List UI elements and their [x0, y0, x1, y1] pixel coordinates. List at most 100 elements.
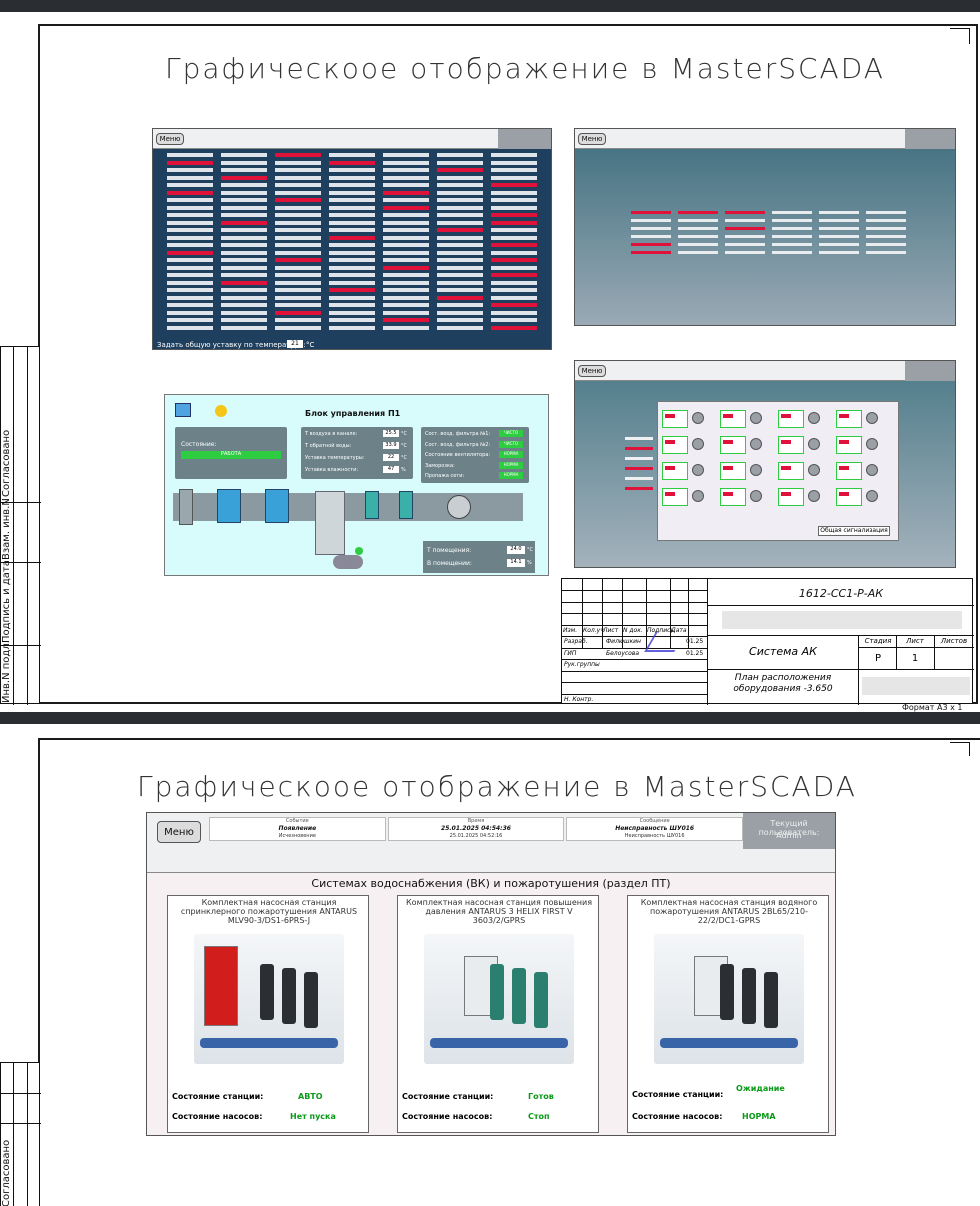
alarm-cell — [275, 153, 321, 157]
pump-unit[interactable] — [662, 488, 688, 506]
stamp-hline — [562, 670, 707, 672]
stamp-hline — [562, 693, 707, 695]
teal-cell — [866, 251, 906, 254]
alarm-cell — [491, 243, 537, 247]
param-value[interactable]: 25.5 — [383, 430, 399, 437]
snowflake-icon[interactable] — [175, 403, 191, 417]
sun-icon[interactable] — [215, 405, 227, 417]
alarm-cell — [221, 228, 267, 232]
alarm-cell — [275, 213, 321, 217]
station-card[interactable]: Комплектная насосная станция спринклерно… — [167, 895, 369, 1133]
header-col-title: Сообщение — [639, 818, 670, 824]
teal-cell — [631, 251, 671, 254]
alarm-cell — [383, 228, 429, 232]
pump-unit[interactable] — [778, 410, 804, 428]
alarm-cell — [383, 250, 429, 255]
alarm-cell — [221, 243, 267, 247]
teal-cell — [631, 235, 671, 238]
alarm-cell — [275, 325, 321, 330]
alarm-cell — [383, 273, 429, 277]
pump-side-bars — [625, 437, 655, 497]
stamp-listov-hdr: Листов — [940, 637, 968, 645]
pump-grid — [662, 410, 894, 520]
station-card[interactable]: Комплектная насосная станция повышения д… — [397, 895, 599, 1133]
pump-unit[interactable] — [778, 436, 804, 454]
pump-unit[interactable] — [778, 462, 804, 480]
scada-panel-grid: Меню Задать общую уставку по температуре… — [152, 128, 552, 350]
alarm-cell — [167, 153, 213, 157]
pump-motor-icon — [750, 464, 762, 476]
panel2-menu-button[interactable]: Меню — [578, 133, 606, 145]
teal-cell — [819, 235, 859, 238]
pump-unit[interactable] — [720, 462, 746, 480]
pump-unit[interactable] — [836, 436, 862, 454]
pump-stop-mark — [781, 440, 791, 444]
pump-unit[interactable] — [778, 488, 804, 506]
alarm-cell — [437, 295, 483, 300]
stamp-blurred-org — [862, 677, 970, 695]
pump-motor-icon — [692, 412, 704, 424]
alarm-cell — [491, 190, 537, 195]
alarm-cell — [221, 258, 267, 262]
pump-unit[interactable] — [720, 410, 746, 428]
alarm-cell — [491, 160, 537, 165]
vent-title: Блок управления П1 — [305, 409, 401, 418]
param-value[interactable]: 47 — [383, 466, 399, 473]
alarm-cell — [437, 220, 483, 225]
stamp-vline — [688, 579, 689, 648]
water-heading: Системах водоснабжения (ВК) и пожаротуше… — [311, 877, 671, 890]
alarm-cell — [383, 318, 429, 322]
pump-unit[interactable] — [662, 436, 688, 454]
heater-icon — [315, 491, 345, 555]
alarm-cell — [383, 303, 429, 307]
alarm-cell — [329, 273, 375, 277]
alarm-cell — [167, 288, 213, 292]
stamp-role: Рук.группы — [564, 661, 600, 669]
alarm-cell — [221, 220, 267, 225]
alarm-cell — [329, 295, 375, 300]
pump-unit[interactable] — [720, 488, 746, 506]
alarm-cell — [167, 280, 213, 285]
pump-unit[interactable] — [720, 436, 746, 454]
side-bar — [625, 437, 653, 440]
pump-motor-icon — [808, 412, 820, 424]
pump-unit[interactable] — [836, 462, 862, 480]
pump-icon — [282, 968, 296, 1024]
pump-unit[interactable] — [836, 488, 862, 506]
param-unit: % — [401, 467, 406, 473]
panel3-menu-button[interactable]: Меню — [578, 365, 606, 377]
station-title: Комплектная насосная станция повышения д… — [406, 898, 592, 925]
pipe-icon — [430, 1038, 568, 1048]
pump-unit[interactable] — [662, 410, 688, 428]
station-pumps-label: Состояние насосов: — [402, 1112, 493, 1121]
coil2-icon — [399, 491, 413, 519]
alarm-cell — [167, 295, 213, 300]
station-card[interactable]: Комплектная насосная станция водяного по… — [627, 895, 829, 1133]
status-value: НОРМА — [499, 472, 523, 479]
alarm-cell — [491, 295, 537, 300]
param-value[interactable]: 22 — [383, 454, 399, 461]
alarm-cell — [167, 190, 213, 195]
alarm-cell — [329, 198, 375, 202]
status-value: ЧИСТО — [499, 440, 523, 448]
alarm-cell — [167, 205, 213, 210]
sheet2-title: Графическоое отображение в MasterSCADA — [137, 770, 857, 803]
panel1-footer-input[interactable]: 21 — [287, 340, 303, 348]
panel1-menu-button[interactable]: Меню — [156, 133, 184, 145]
pump-stop-mark — [665, 414, 675, 418]
pump-unit[interactable] — [836, 410, 862, 428]
station-title: Комплектная насосная станция водяного по… — [640, 898, 818, 925]
alarm-cell — [329, 160, 375, 165]
alarm-cell — [221, 325, 267, 330]
stamp-vline — [582, 579, 583, 648]
alarm-cell — [491, 288, 537, 292]
header-col-v2: 25.01.2025 04:52:16 — [449, 833, 503, 839]
pump-unit[interactable] — [662, 462, 688, 480]
water-menu-button[interactable]: Меню — [157, 821, 201, 843]
user-label: Текущий пользователь: — [758, 819, 820, 837]
param-value[interactable]: 33.9 — [383, 442, 399, 449]
alarm-cell — [275, 288, 321, 292]
general-alarm-button[interactable]: Общая сигнализация — [818, 526, 890, 536]
teal-cell — [678, 235, 718, 238]
